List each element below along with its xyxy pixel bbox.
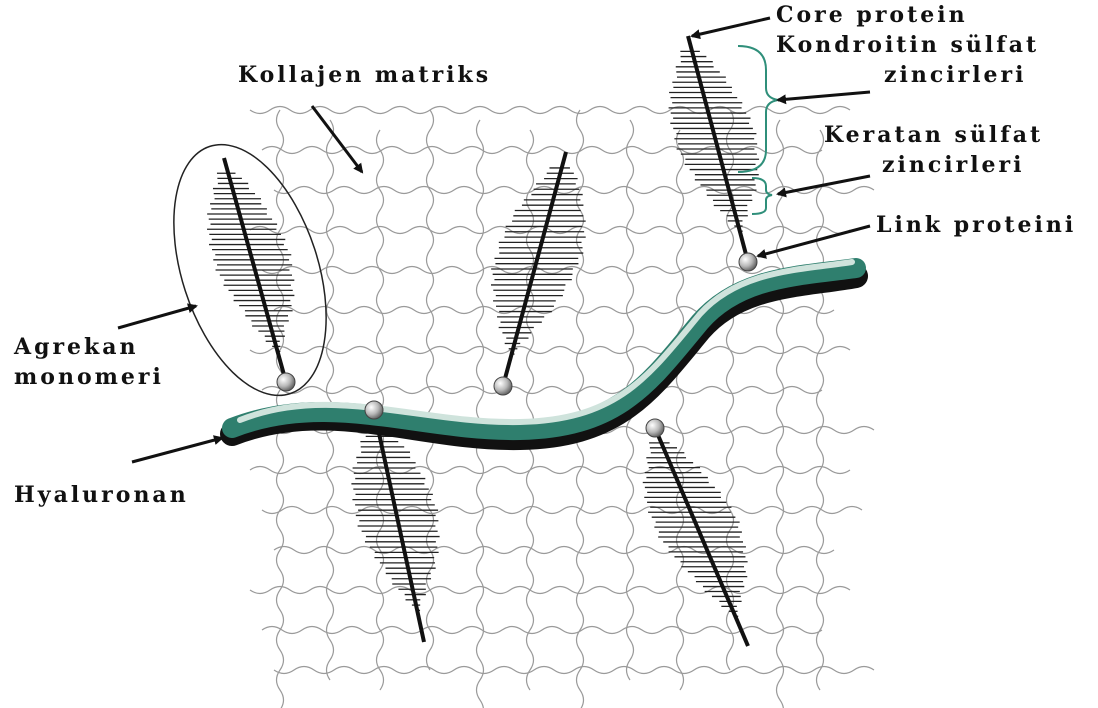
hyaluronan-backbone	[232, 262, 856, 438]
link-protein-sphere	[646, 419, 664, 437]
aggrecan-monomer	[351, 410, 439, 642]
collagen-fiber	[527, 130, 534, 690]
collagen-fiber	[262, 507, 862, 514]
kondroitin-arrow	[778, 92, 870, 100]
kollajen-arrow	[312, 106, 362, 172]
keratan-label-line1: Keratan sülfat	[824, 122, 1043, 148]
core-protein-label: Core protein	[776, 2, 968, 28]
keratan-brace	[752, 178, 772, 214]
link-protein-sphere	[494, 377, 512, 395]
collagen-fiber	[677, 130, 684, 690]
collagen-fiber	[250, 467, 850, 474]
collagen-fiber	[427, 110, 434, 670]
aggrecan-monomer	[643, 428, 748, 646]
agrekan-label-line2: monomeri	[14, 364, 164, 390]
kondroitin-label-line1: Kondroitin sülfat	[776, 32, 1039, 58]
collagen-fiber	[327, 120, 334, 680]
link-protein-sphere	[277, 373, 295, 391]
hyaluronan-arrow	[132, 438, 222, 462]
collagen-fiber	[250, 587, 850, 594]
hyaluronan-label: Hyaluronan	[14, 482, 189, 508]
collagen-fiber	[777, 120, 784, 708]
collagen-fiber	[250, 227, 850, 234]
collagen-fiber	[817, 130, 824, 690]
collagen-fiber	[274, 547, 834, 554]
kollajen-label: Kollajen matriks	[238, 62, 491, 88]
link-protein-sphere	[739, 253, 757, 271]
collagen-fiber	[262, 387, 822, 394]
link-protein-arrow	[758, 226, 870, 256]
collagen-fiber	[477, 120, 484, 708]
collagen-fiber	[250, 107, 850, 114]
kondroitin-label-line2: zincirleri	[884, 62, 1027, 88]
keratan-label-line2: zincirleri	[882, 152, 1025, 178]
link-protein-sphere	[365, 401, 383, 419]
link-protein-label: Link proteini	[876, 212, 1076, 238]
agrekan-label-line1: Agrekan	[13, 334, 139, 360]
core-protein-arrow	[692, 18, 770, 36]
collagen-fiber	[250, 347, 850, 354]
agrekan-arrow	[118, 306, 196, 328]
